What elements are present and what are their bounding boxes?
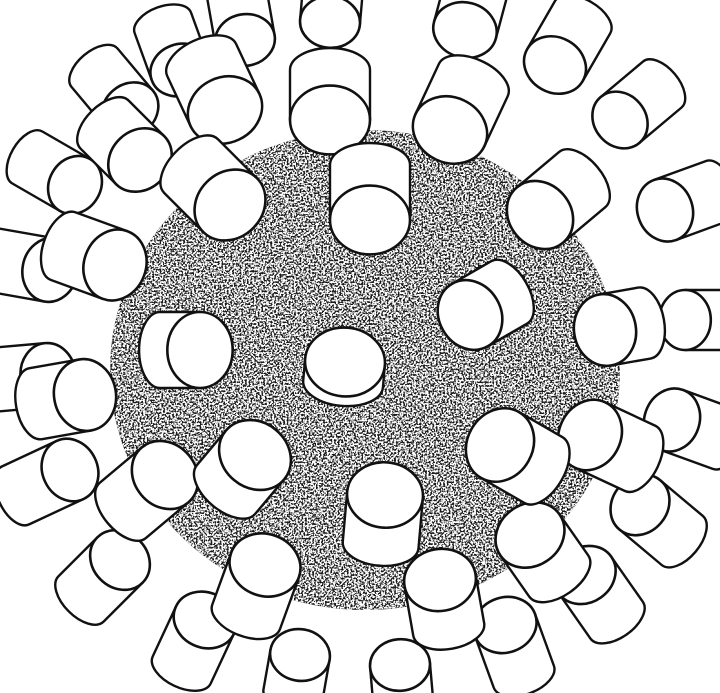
cylinder-39: [343, 459, 426, 566]
cylinder-5: [581, 59, 685, 159]
cylinder-7: [659, 290, 720, 350]
cylinder-end-face: [167, 312, 232, 388]
cylinder-end-face: [330, 186, 410, 255]
cylinder-36: [330, 143, 410, 254]
cylinder-3: [427, 0, 509, 65]
cylinder-32: [15, 354, 121, 439]
cylinder-2: [298, 0, 364, 50]
cylinder-41: [139, 312, 233, 388]
cylinder-4: [514, 0, 612, 105]
cylinder-end-face: [659, 290, 711, 350]
cylinder-23: [290, 48, 370, 154]
cylinder-16: [0, 429, 108, 525]
cylinder-end-face: [298, 0, 362, 50]
cylinder-6: [628, 161, 720, 250]
